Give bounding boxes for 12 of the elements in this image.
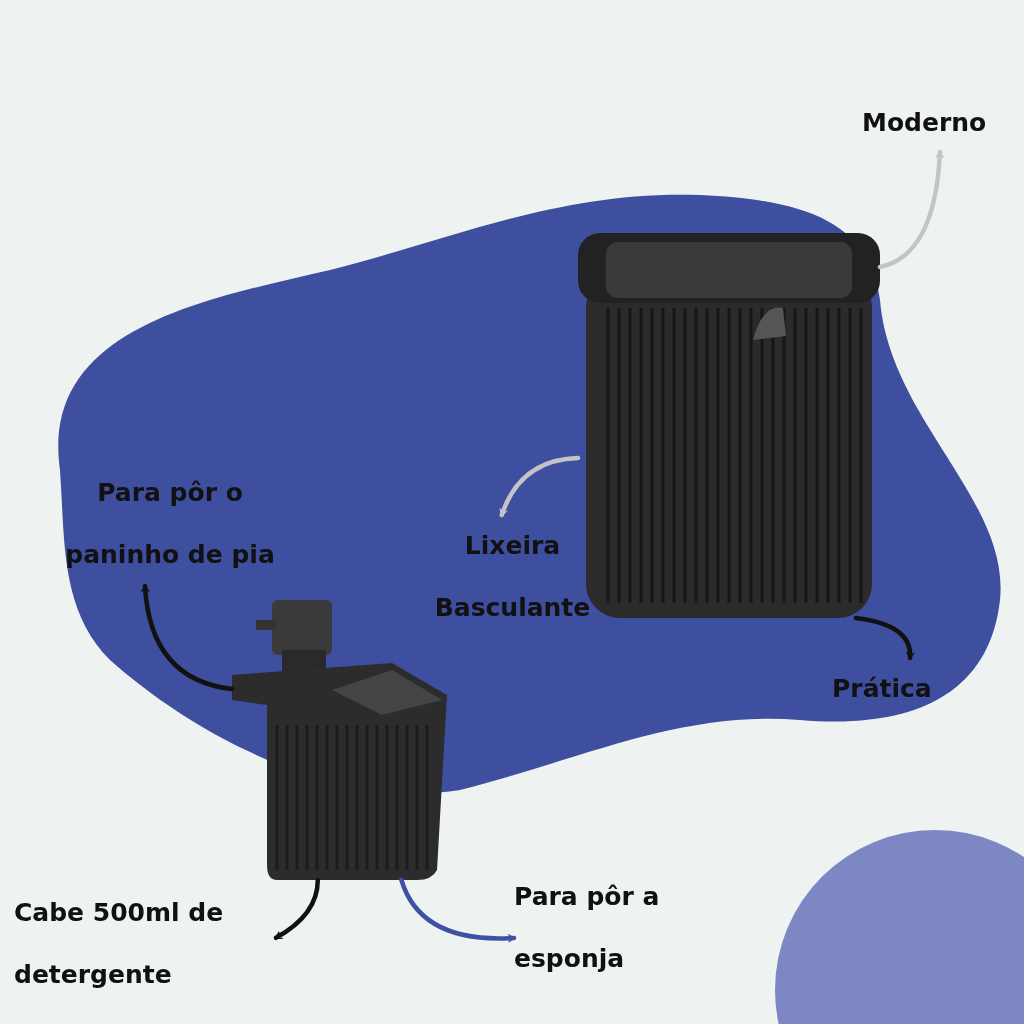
feature-label: Para pôr o paninho de pia <box>45 462 295 586</box>
curved-arrow <box>853 615 915 661</box>
feature-label: Prática <box>832 658 962 720</box>
feature-label: Lixeira Basculante <box>405 515 620 639</box>
curved-arrow <box>499 455 581 518</box>
curved-arrow <box>877 149 944 270</box>
feature-label: Cabe 500ml de detergente <box>14 882 276 1006</box>
curved-arrow <box>399 877 517 943</box>
feature-label: Moderno <box>862 92 1018 154</box>
feature-label: Para pôr a esponja <box>514 866 704 990</box>
curved-arrow <box>273 877 321 941</box>
curved-arrow <box>141 583 235 692</box>
